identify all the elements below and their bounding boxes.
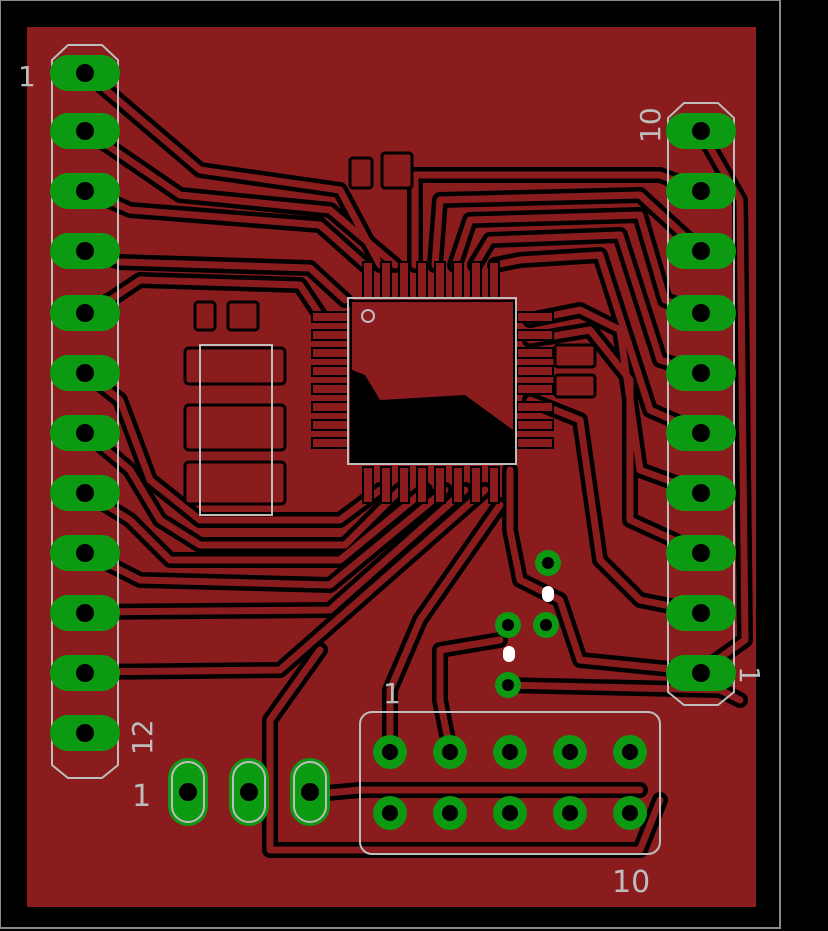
ic-outline [347,297,517,465]
ic-pads [311,261,554,504]
crystal-outline [199,344,273,516]
board-outline [0,0,781,929]
jtag-header-pin10-label: 10 [612,865,650,900]
right-header-pin10-label: 10 [634,107,667,143]
power-header [168,758,330,826]
smd-parts [183,151,597,506]
right-header-pin1-label: 1 [733,666,766,684]
traces [81,68,749,854]
left-header-pin12-label: 12 [126,719,159,755]
jtag-header [359,711,661,855]
left-header [50,44,120,779]
ic-thermal-area [350,300,515,465]
right-header [666,102,736,706]
power-header-pin1-label: 1 [132,779,151,814]
ic-pin1-marker [361,309,375,323]
vias [495,550,561,698]
left-header-pin1-label: 1 [18,60,36,93]
jtag-header-pin1-label: 1 [383,677,401,710]
